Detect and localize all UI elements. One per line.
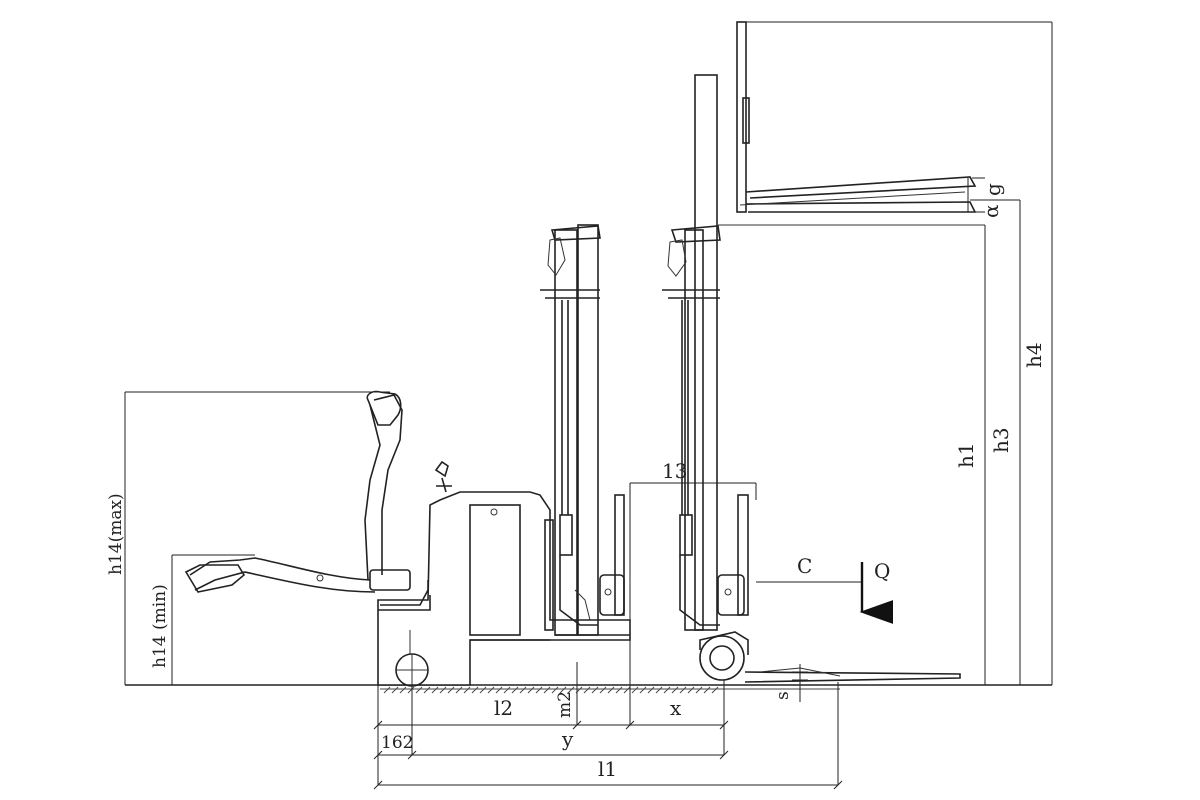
tiller-handle-upright [364,390,411,591]
mast-extended [662,74,961,683]
label-m2: m2 [555,691,575,718]
power-unit-body [377,460,631,687]
label-h4: h4 [1022,342,1046,368]
label-c: C [797,554,812,578]
label-q: Q [874,559,890,583]
tiller-handle-lowered [184,557,376,593]
ground-hatch [380,686,840,694]
label-h3: h3 [989,427,1013,453]
label-162: 162 [381,733,413,753]
label-13: 13 [662,459,687,483]
mast-retracted [540,224,630,636]
label-s: s [773,691,793,700]
label-x: x [670,696,682,720]
label-l2: l2 [494,696,513,720]
raised-forks [736,21,977,213]
label-g: g [981,183,1005,196]
label-h14-max: h14(max) [106,493,126,575]
label-y: y [561,727,574,751]
label-h1: h1 [954,442,978,468]
label-h14-min: h14 (min) [150,584,170,668]
label-l1: l1 [598,757,617,781]
label-alpha: α [979,204,1003,218]
